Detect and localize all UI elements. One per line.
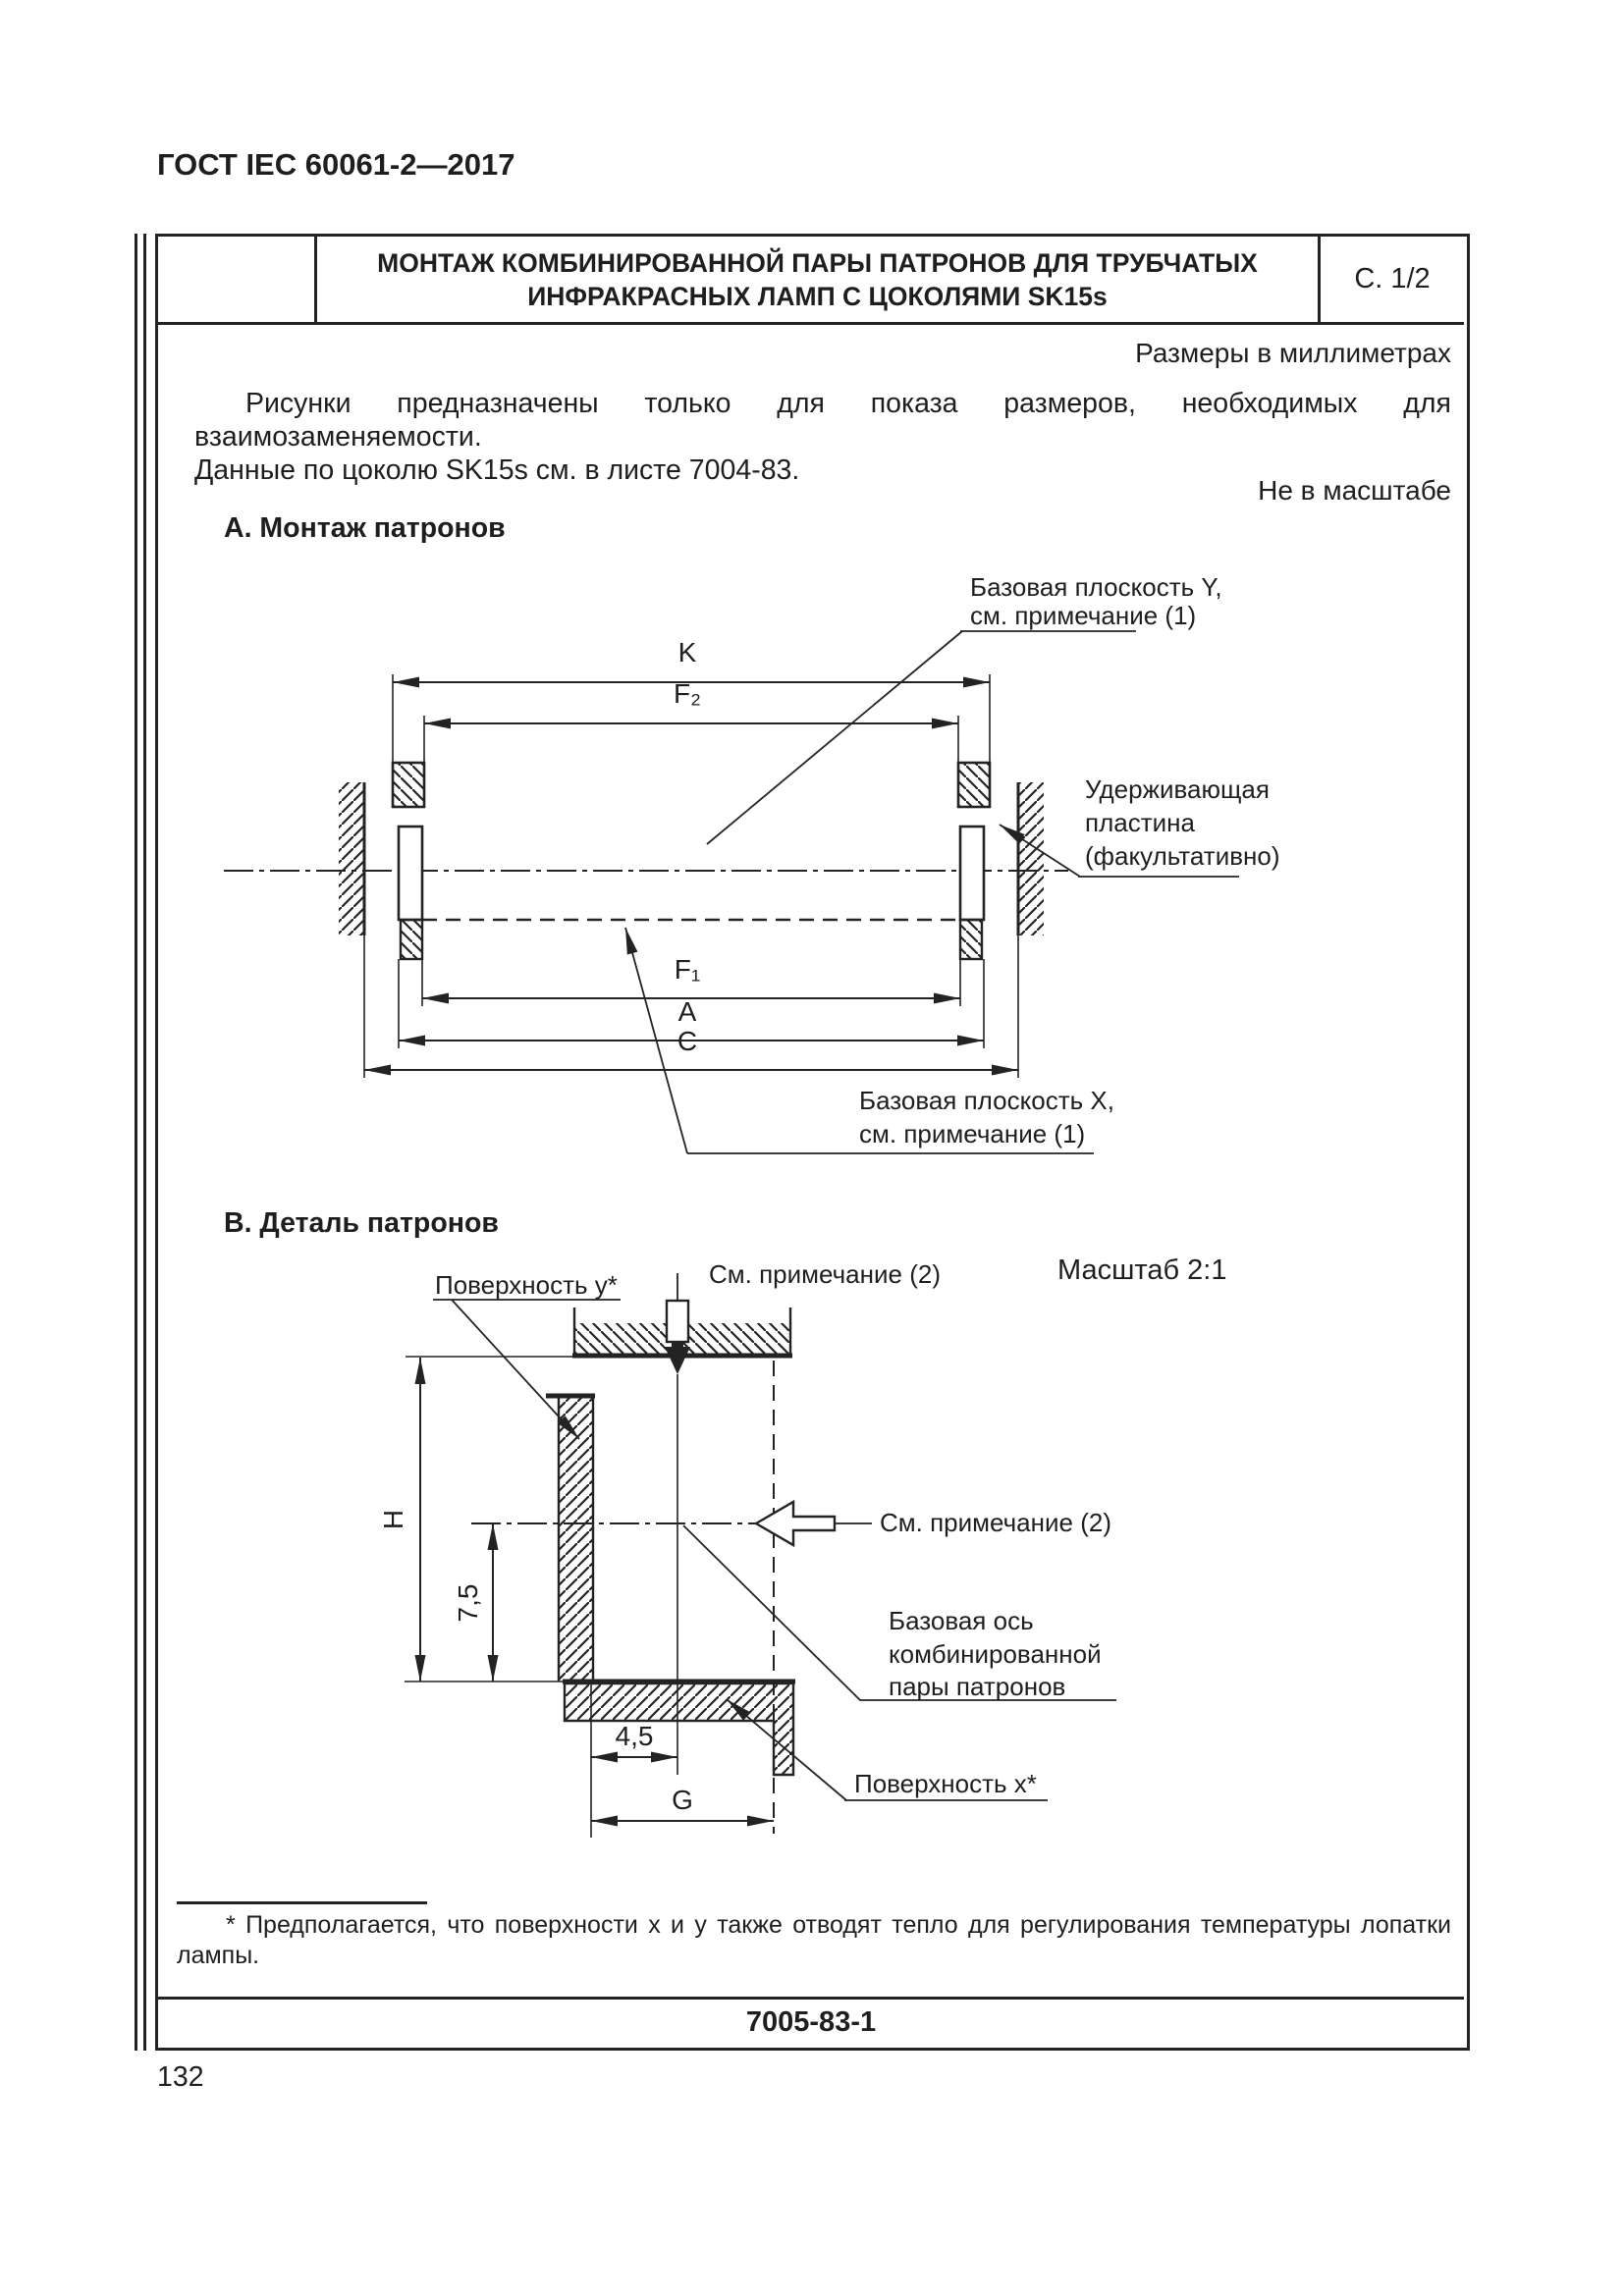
title-row-bottom-border xyxy=(158,322,1464,325)
title-line-1: МОНТАЖ КОМБИНИРОВАННОЙ ПАРЫ ПАТРОНОВ ДЛЯ… xyxy=(377,247,1258,278)
dim-45-group: 4,5 xyxy=(591,1721,677,1763)
surface-y-label: Поверхность y* xyxy=(435,1270,618,1300)
surface-x-label: Поверхность x* xyxy=(854,1769,1037,1798)
sheet-frame xyxy=(155,234,1470,2051)
top-bracket-section xyxy=(406,1308,792,1359)
footnote-line-2: лампы. xyxy=(177,1942,260,1969)
retaining-label-2: пластина xyxy=(1085,808,1196,837)
not-to-scale-note: Не в масштабе xyxy=(1258,475,1451,506)
right-holder-plate xyxy=(958,825,986,922)
title-block: МОНТАЖ КОМБИНИРОВАННОЙ ПАРЫ ПАТРОНОВ ДЛЯ… xyxy=(317,237,1318,322)
dim-75-group: 7,5 xyxy=(453,1523,499,1682)
base-axis-label-2: комбинированной xyxy=(889,1639,1102,1669)
left-holder-lower-section xyxy=(399,918,424,961)
right-holder-lower-section xyxy=(958,918,984,961)
footer-row: 7005-83-1 xyxy=(158,2000,1464,2045)
dim-g: G xyxy=(672,1785,693,1815)
title-cell-divider-1 xyxy=(314,237,317,322)
plane-y-label-1: Базовая плоскость Y, xyxy=(970,572,1222,602)
reference-pin-horizontal xyxy=(753,1499,872,1548)
sheet-number: С. 1/2 xyxy=(1354,263,1431,294)
sheet-number-cell: С. 1/2 xyxy=(1321,237,1464,322)
dim-75: 7,5 xyxy=(453,1584,483,1623)
section-b-heading: В. Деталь патронов xyxy=(224,1207,499,1239)
plane-x-label-1: Базовая плоскость X, xyxy=(859,1086,1114,1115)
reference-pin-vertical xyxy=(665,1273,690,1775)
see-note2-top: См. примечание (2) xyxy=(709,1259,941,1289)
margin-rule-outer xyxy=(135,234,137,2051)
doc-number: 7005-83-1 xyxy=(745,2005,877,2038)
see-note2-mid: См. примечание (2) xyxy=(880,1508,1111,1537)
page-number: 132 xyxy=(157,2061,204,2093)
plane-x-label-2: см. примечание (1) xyxy=(859,1119,1085,1148)
retaining-plate-callout: Удерживающая пластина (факультативно) xyxy=(999,774,1280,878)
right-wall-section xyxy=(1016,782,1044,1078)
dim-a: A xyxy=(678,996,697,1027)
plane-y-label-2: см. примечание (1) xyxy=(970,601,1196,630)
dim-g-group: G xyxy=(591,1785,774,1827)
drawing-a-holder-mounting: K F₂ F₁ A C Базовая плоскость Y, см. при… xyxy=(224,572,1280,1154)
retaining-label-1: Удерживающая xyxy=(1085,774,1270,804)
left-holder-flange xyxy=(391,761,426,809)
footnote: * Предполагается, что поверхности x и y … xyxy=(177,1910,1451,1971)
intro-paragraph: Рисунки предназначены только для показа … xyxy=(194,387,1451,487)
title-line-2: ИНФРАКРАСНЫХ ЛАМП С ЦОКОЛЯМИ SK15s xyxy=(527,281,1108,311)
holder-blade-section xyxy=(546,1393,595,1838)
bottom-seat-section xyxy=(405,1679,795,1777)
drawing-b-holder-detail: Масштаб 2:1 См. примечание (2) Поверхнос… xyxy=(378,1255,1226,1838)
footnote-separator xyxy=(177,1901,427,1904)
extension-lines xyxy=(392,674,991,1048)
plane-y-callout: Базовая плоскость Y, см. примечание (1) xyxy=(706,572,1222,845)
dim-f2: F₂ xyxy=(674,678,701,709)
section-a-heading: А. Монтаж патронов xyxy=(224,512,506,544)
surface-y-callout: Поверхность y* xyxy=(433,1270,621,1440)
document-header: ГОСТ IEC 60061-2—2017 xyxy=(157,147,515,182)
dim-h-group: H xyxy=(378,1358,426,1682)
plane-x-callout: Базовая плоскость X, см. примечание (1) xyxy=(624,927,1114,1154)
footer-row-border xyxy=(158,1997,1464,2000)
intro-line-1: Рисунки предназначены только для показа … xyxy=(194,388,1451,453)
dimension-lines-a xyxy=(364,676,1018,1076)
base-axis-label-1: Базовая ось xyxy=(889,1606,1034,1635)
dim-f1: F₁ xyxy=(675,954,701,985)
title-cell-divider-2 xyxy=(1318,237,1321,322)
right-holder-flange xyxy=(956,761,992,809)
left-wall-section xyxy=(339,782,366,1078)
left-holder-plate xyxy=(397,825,424,922)
dim-k: K xyxy=(678,637,697,667)
dim-h: H xyxy=(378,1510,408,1529)
dim-45: 4,5 xyxy=(616,1721,654,1751)
surface-x-callout: Поверхность x* xyxy=(726,1698,1048,1801)
base-axis-callout: Базовая ось комбинированной пары патроно… xyxy=(682,1524,1116,1701)
footnote-line-1: * Предполагается, что поверхности x и y … xyxy=(226,1911,1451,1939)
units-note: Размеры в миллиметрах xyxy=(1135,338,1451,368)
scale-note: Масштаб 2:1 xyxy=(1057,1255,1226,1286)
margin-rule-inner xyxy=(143,234,146,2051)
dim-c: C xyxy=(677,1026,697,1056)
retaining-label-3: (факультативно) xyxy=(1085,841,1280,871)
intro-line-2: Данные по цоколю SK15s см. в листе 7004-… xyxy=(194,454,800,486)
base-axis-label-3: пары патронов xyxy=(889,1672,1065,1701)
